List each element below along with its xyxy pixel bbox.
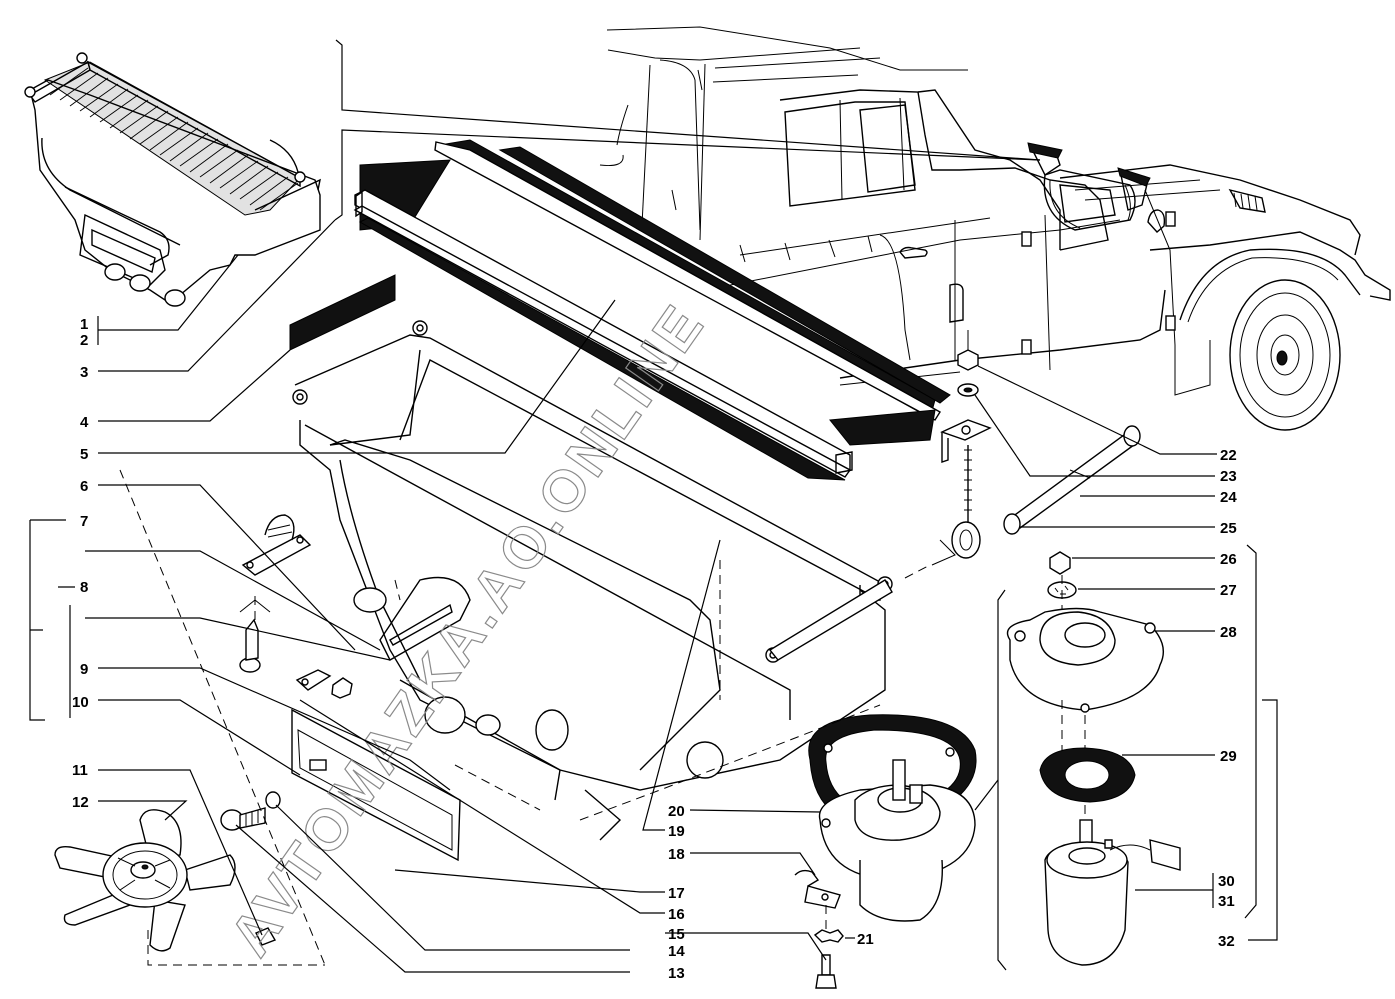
callout-5: 5 bbox=[80, 446, 88, 463]
callout-30: 30 bbox=[1218, 873, 1235, 890]
callout-29: 29 bbox=[1220, 748, 1237, 765]
callout-19: 19 bbox=[668, 823, 685, 840]
callout-8: 8 bbox=[80, 579, 88, 596]
callout-3: 3 bbox=[80, 364, 88, 381]
seal-frame-part bbox=[353, 139, 951, 481]
callout-16: 16 bbox=[668, 906, 685, 923]
cover-plate-part bbox=[291, 708, 461, 862]
callout-4: 4 bbox=[80, 414, 89, 431]
callout-10: 10 bbox=[72, 694, 89, 711]
callout-11: 11 bbox=[72, 762, 88, 779]
callout-26: 26 bbox=[1220, 551, 1237, 568]
callout-23: 23 bbox=[1220, 468, 1237, 485]
heater-assembly-part bbox=[24, 52, 321, 307]
clip-part bbox=[794, 869, 844, 989]
bracket-part bbox=[295, 669, 353, 699]
callout-13: 13 bbox=[668, 965, 685, 982]
leader-lines bbox=[29, 39, 1278, 973]
callout-2: 2 bbox=[80, 332, 88, 349]
watermark-text: AVTOMAZKA.AO.ONLINE bbox=[217, 292, 717, 968]
callout-27: 27 bbox=[1220, 582, 1237, 599]
fan-screw-part bbox=[220, 791, 281, 831]
callouts-right: 22 23 24 25 26 27 28 29 30 31 32 bbox=[1218, 447, 1237, 950]
callout-18: 18 bbox=[668, 846, 685, 863]
fan-part bbox=[54, 809, 325, 966]
callout-14: 14 bbox=[668, 943, 685, 960]
callout-31: 31 bbox=[1218, 893, 1235, 910]
vehicle-illustration bbox=[599, 26, 1391, 431]
callout-25: 25 bbox=[1220, 520, 1237, 537]
callout-17: 17 bbox=[668, 885, 685, 902]
callout-1: 1 bbox=[80, 316, 88, 333]
screw-part bbox=[239, 595, 271, 673]
callout-9: 9 bbox=[80, 661, 88, 678]
callout-22: 22 bbox=[1220, 447, 1237, 464]
callout-6: 6 bbox=[80, 478, 88, 495]
callout-24: 24 bbox=[1220, 489, 1237, 506]
watermark: AVTOMAZKA.AO.ONLINE bbox=[217, 291, 719, 968]
callout-7: 7 bbox=[80, 513, 88, 530]
callout-28: 28 bbox=[1220, 624, 1237, 641]
callout-15: 15 bbox=[668, 926, 685, 943]
motor-stack-part bbox=[1006, 551, 1181, 966]
motor-mount-part bbox=[818, 759, 976, 922]
callout-12: 12 bbox=[72, 794, 89, 811]
pad-part bbox=[289, 274, 396, 351]
assembly-lines bbox=[119, 469, 931, 966]
callout-21: 21 bbox=[857, 931, 874, 948]
clamp-part bbox=[241, 514, 312, 576]
rod-part bbox=[1003, 425, 1141, 535]
callouts-left: 1 2 3 4 5 6 7 8 9 10 11 12 bbox=[72, 316, 89, 811]
bolt-bracket-part bbox=[931, 330, 992, 566]
housing-part bbox=[292, 320, 893, 841]
callout-32: 32 bbox=[1218, 933, 1235, 950]
callouts-bottom: 13 14 15 16 17 18 19 20 21 bbox=[668, 803, 874, 982]
callout-20: 20 bbox=[668, 803, 685, 820]
